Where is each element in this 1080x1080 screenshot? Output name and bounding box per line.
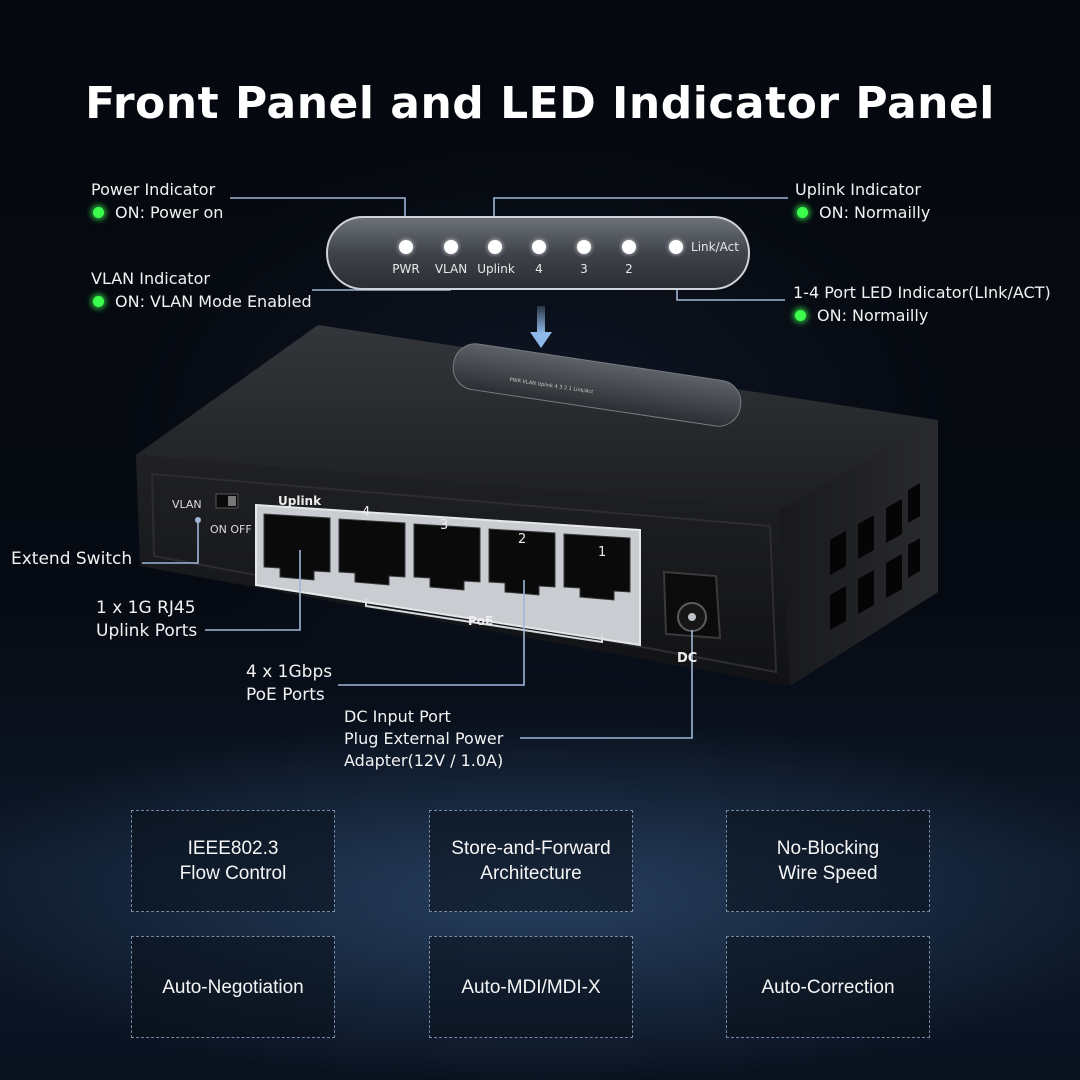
- feature-line: Architecture: [480, 863, 582, 884]
- vlan-indicator-state: ON: VLAN Mode Enabled: [115, 292, 312, 311]
- device-top-face: [136, 325, 938, 510]
- rj45-socket: [563, 533, 631, 601]
- side-vents: [830, 483, 920, 630]
- vlan-indicator-name: VLAN Indicator: [91, 269, 210, 288]
- rj45-socket: [413, 523, 481, 591]
- uplink-ports-line-1: 1 x 1G RJ45: [96, 598, 196, 618]
- port-led-indicator-state: ON: Normailly: [817, 306, 929, 325]
- led-uplink: [488, 240, 502, 254]
- uplink-indicator-callout: Uplink Indicator ON: Normailly: [795, 178, 930, 224]
- led-label-link-act: Link/Act: [691, 240, 739, 254]
- rj45-socket: [338, 518, 406, 586]
- uplink-indicator-state: ON: Normailly: [819, 203, 931, 222]
- poe-ports-label: 4 x 1Gbps PoE Ports: [246, 661, 332, 707]
- led-port-3: [577, 240, 591, 254]
- feature-line: Wire Speed: [778, 863, 878, 884]
- feature-auto-correction: Auto-Correction: [726, 936, 930, 1038]
- port-2-label: 2: [518, 532, 527, 547]
- green-led-icon: [797, 207, 808, 218]
- uplink-indicator-name: Uplink Indicator: [795, 180, 921, 199]
- poe-label: PoE: [468, 614, 494, 628]
- rj45-socket: [263, 513, 331, 581]
- dc-input-label: DC Input Port Plug External Power Adapte…: [344, 706, 503, 772]
- power-indicator-callout: Power Indicator ON: Power on: [91, 178, 223, 224]
- power-indicator-state: ON: Power on: [115, 203, 224, 222]
- green-led-icon: [795, 310, 806, 321]
- led-port-4: [532, 240, 546, 254]
- dc-input-line-1: DC Input Port: [344, 707, 451, 726]
- extend-switch-label: Extend Switch: [11, 549, 133, 569]
- feature-line: Auto-Negotiation: [162, 976, 304, 998]
- poe-ports-line-2: PoE Ports: [246, 685, 325, 705]
- down-arrow-icon: [530, 306, 552, 354]
- led-vlan: [444, 240, 458, 254]
- vlan-indicator-callout: VLAN Indicator ON: VLAN Mode Enabled: [91, 267, 312, 313]
- led-label-3: 3: [580, 262, 588, 276]
- led-label-2: 2: [625, 262, 633, 276]
- feature-auto-negotiation: Auto-Negotiation: [131, 936, 335, 1038]
- uplink-ports-label: 1 x 1G RJ45 Uplink Ports: [96, 597, 197, 643]
- vlan-switch-label: VLAN: [172, 498, 202, 511]
- port-4-label: 4: [362, 505, 371, 520]
- rj45-socket: [488, 528, 556, 596]
- feature-auto-mdi: Auto-MDI/MDI-X: [429, 936, 633, 1038]
- feature-line: IEEE802.3: [187, 838, 279, 859]
- power-indicator-name: Power Indicator: [91, 180, 216, 199]
- led-label-pwr: PWR: [392, 262, 420, 276]
- led-port-1: [669, 240, 683, 254]
- led-label-uplink: Uplink: [477, 262, 515, 276]
- led-port-2: [622, 240, 636, 254]
- feature-line: Flow Control: [179, 863, 287, 884]
- dc-input-line-3: Adapter(12V / 1.0A): [344, 751, 504, 770]
- port-led-indicator-callout: 1-4 Port LED Indicator(LInk/ACT) ON: Nor…: [793, 281, 1051, 327]
- led-pwr: [399, 240, 413, 254]
- feature-line: No-Blocking: [776, 838, 880, 859]
- poe-ports-line-1: 4 x 1Gbps: [246, 662, 333, 682]
- port-led-indicator-name: 1-4 Port LED Indicator(LInk/ACT): [793, 283, 1051, 302]
- led-indicator-panel: PWR VLAN Uplink 4 3 2 Link/Act: [326, 216, 750, 290]
- led-label-4: 4: [535, 262, 543, 276]
- green-led-icon: [93, 296, 104, 307]
- dc-label: DC: [677, 651, 698, 666]
- green-led-icon: [93, 207, 104, 218]
- port-3-label: 3: [440, 518, 449, 533]
- dc-input-line-2: Plug External Power: [344, 729, 504, 748]
- rj45-ports: [263, 513, 631, 601]
- feature-line: Store-and-Forward: [451, 838, 611, 859]
- page-title: Front Panel and LED Indicator Panel: [85, 78, 995, 129]
- feature-line: Auto-MDI/MDI-X: [461, 976, 601, 998]
- device-led-strip: [452, 343, 742, 427]
- led-label-vlan: VLAN: [434, 262, 468, 276]
- uplink-ports-line-2: Uplink Ports: [96, 621, 198, 641]
- port-1-label: 1: [598, 545, 607, 560]
- on-off-label: ON OFF: [210, 523, 252, 536]
- feature-line: Auto-Correction: [761, 976, 895, 998]
- uplink-port-label: Uplink: [278, 494, 322, 508]
- dc-jack: [662, 570, 722, 640]
